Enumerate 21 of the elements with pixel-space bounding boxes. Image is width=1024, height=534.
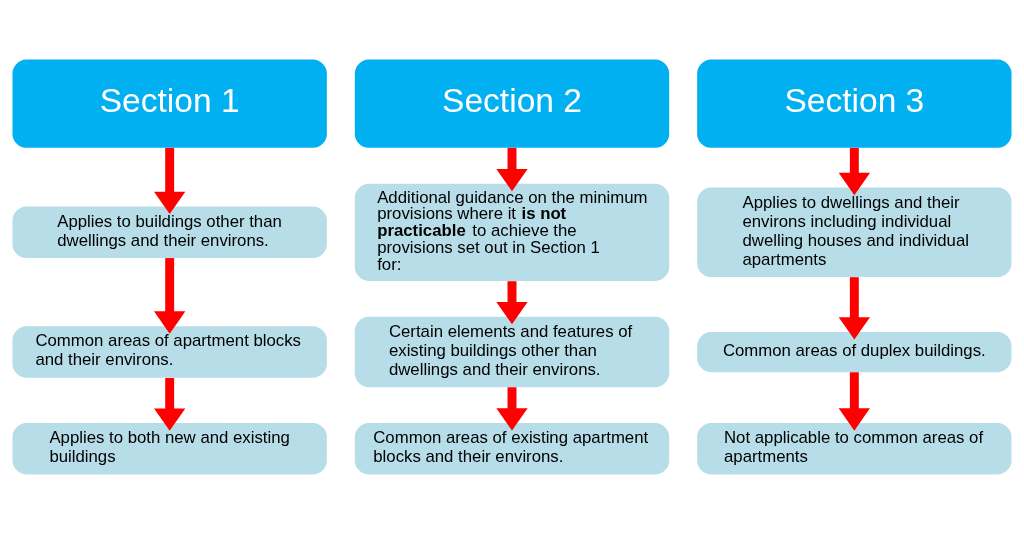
node-box: Applies to buildings other than dwellings and their environs. xyxy=(12,206,327,259)
node-box: Common areas of duplex buildings. xyxy=(697,331,1012,373)
node-box: Section 3 xyxy=(697,59,1012,148)
arrow xyxy=(496,147,528,192)
arrow xyxy=(154,147,186,215)
arrow xyxy=(838,372,870,431)
node-box: Section 1 xyxy=(12,59,327,148)
arrow xyxy=(838,277,870,340)
node-box: Common areas of existing apartment blocks and their environs. xyxy=(354,423,670,475)
node-box: Additional guidance on the minimum provisions where it is not practicable to achieve the provisions set out in Section 1 for: xyxy=(354,183,670,281)
node-box: Applies to both new and existing buildings xyxy=(12,423,327,475)
arrow xyxy=(154,258,186,334)
node-box: Applies to dwellings and their environs including individual dwelling houses and individual apartments xyxy=(697,187,1012,278)
arrow xyxy=(838,147,870,196)
node-box: Certain elements and features of existing buildings other than dwellings and their environs. xyxy=(354,316,670,388)
node-box: Not applicable to common areas of apartments xyxy=(697,423,1012,475)
node-box: Section 2 xyxy=(354,59,670,148)
arrow xyxy=(496,281,528,325)
node-box: Common areas of apartment blocks and their environs. xyxy=(12,326,327,378)
arrow xyxy=(154,378,186,431)
arrow xyxy=(496,387,528,431)
